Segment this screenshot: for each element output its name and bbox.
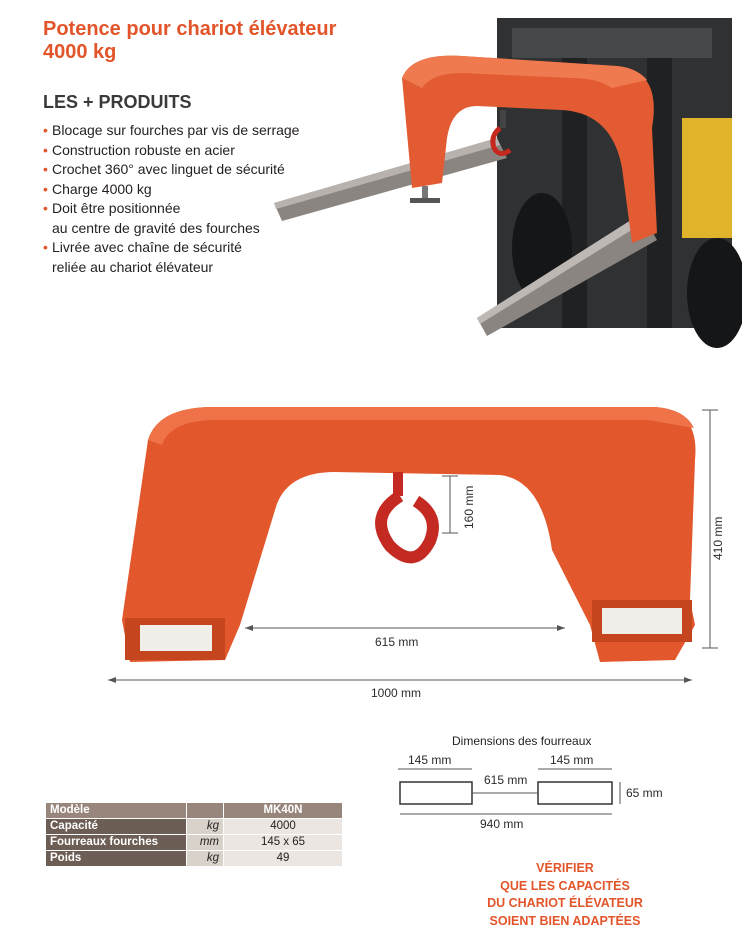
sleeve-left-width: 145 mm	[408, 753, 451, 767]
feature-text-continued: reliée au chariot élévateur	[52, 258, 214, 275]
table-header-model: MK40N	[223, 802, 343, 819]
feature-list: •Blocage sur fourches par vis de serrage…	[43, 121, 299, 277]
sleeve-total: 940 mm	[480, 817, 523, 831]
hook-icon	[490, 126, 512, 156]
inner-width-label: 615 mm	[375, 635, 418, 649]
jib-frame	[402, 55, 657, 243]
feature-item: •Blocage sur fourches par vis de serrage	[43, 121, 299, 141]
feature-text: Construction robuste en acier	[52, 141, 235, 158]
table-header-row: Modèle MK40N	[45, 802, 343, 819]
table-row: Poids kg 49	[45, 850, 343, 867]
row-value: 4000	[223, 818, 343, 835]
table-row: Capacité kg 4000	[45, 818, 343, 835]
bullet-icon: •	[43, 122, 48, 138]
feature-item: •Construction robuste en acier	[43, 141, 299, 161]
table-row: Fourreaux fourches mm 145 x 65	[45, 834, 343, 851]
feature-text-continued: au centre de gravité des fourches	[52, 219, 260, 236]
feature-text: Charge 4000 kg	[52, 180, 152, 197]
feature-text: Livrée avec chaîne de sécurité	[52, 239, 242, 255]
warning-line: DU CHARIOT ÉLÉVATEUR	[487, 896, 643, 910]
total-width-label: 1000 mm	[371, 686, 421, 700]
fork-lower	[477, 213, 657, 336]
forklift-yellow-panel	[682, 118, 732, 238]
forklift-wheel-icon	[687, 238, 742, 348]
capacity-warning: VÉRIFIER QUE LES CAPACITÉS DU CHARIOT ÉL…	[450, 860, 680, 930]
technical-drawing: 160 mm 410 mm 615 mm 1000 mm	[108, 407, 725, 700]
row-label: Fourreaux fourches	[45, 834, 187, 851]
title-line-2: 4000 kg	[43, 41, 117, 63]
feature-item: •Livrée avec chaîne de sécurité reliée au…	[43, 238, 299, 277]
title-line-1: Potence pour chariot élévateur	[43, 18, 337, 40]
feature-text: Doit être positionnée	[52, 200, 181, 216]
feature-item: •Crochet 360° avec linguet de sécurité	[43, 160, 299, 180]
bullet-icon: •	[43, 200, 48, 216]
jib-drawing	[122, 407, 696, 662]
row-unit: kg	[186, 850, 224, 867]
row-value: 49	[223, 850, 343, 867]
row-label: Poids	[45, 850, 187, 867]
row-label: Capacité	[45, 818, 187, 835]
table-header-unit	[186, 802, 224, 819]
row-unit: mm	[186, 834, 224, 851]
warning-line: QUE LES CAPACITÉS	[500, 878, 630, 893]
drawing-hook-icon	[375, 490, 439, 564]
row-unit: kg	[186, 818, 224, 835]
bullet-icon: •	[43, 239, 48, 255]
sleeve-diagram: 145 mm 145 mm 615 mm 65 mm 940 mm	[398, 753, 663, 831]
warning-line: SOIENT BIEN ADAPTÉES	[489, 913, 641, 928]
row-value: 145 x 65	[223, 834, 343, 851]
page-title: Potence pour chariot élévateur 4000 kg	[43, 18, 336, 64]
product-photo	[274, 18, 742, 348]
table-header-label: Modèle	[45, 802, 187, 819]
feature-item: •Doit être positionnée au centre de gravi…	[43, 199, 299, 238]
features-heading: LES + PRODUITS	[43, 92, 192, 112]
sleeve-gap: 615 mm	[484, 773, 527, 787]
sleeve-right-width: 145 mm	[550, 753, 593, 767]
bullet-icon: •	[43, 141, 48, 158]
feature-item: •Charge 4000 kg	[43, 180, 299, 200]
sleeve-dimensions-title: Dimensions des fourreaux	[452, 734, 592, 748]
warning-line: VÉRIFIER	[536, 861, 594, 875]
spec-table: Modèle MK40N Capacité kg 4000 Fourreaux …	[45, 802, 343, 867]
bullet-icon: •	[43, 161, 48, 177]
hook-height-label: 160 mm	[462, 486, 476, 529]
feature-text: Blocage sur fourches par vis de serrage	[52, 122, 300, 138]
feature-text: Crochet 360° avec linguet de sécurité	[52, 161, 285, 177]
sleeve-height: 65 mm	[626, 786, 663, 800]
height-label: 410 mm	[711, 517, 725, 560]
bullet-icon: •	[43, 180, 48, 197]
